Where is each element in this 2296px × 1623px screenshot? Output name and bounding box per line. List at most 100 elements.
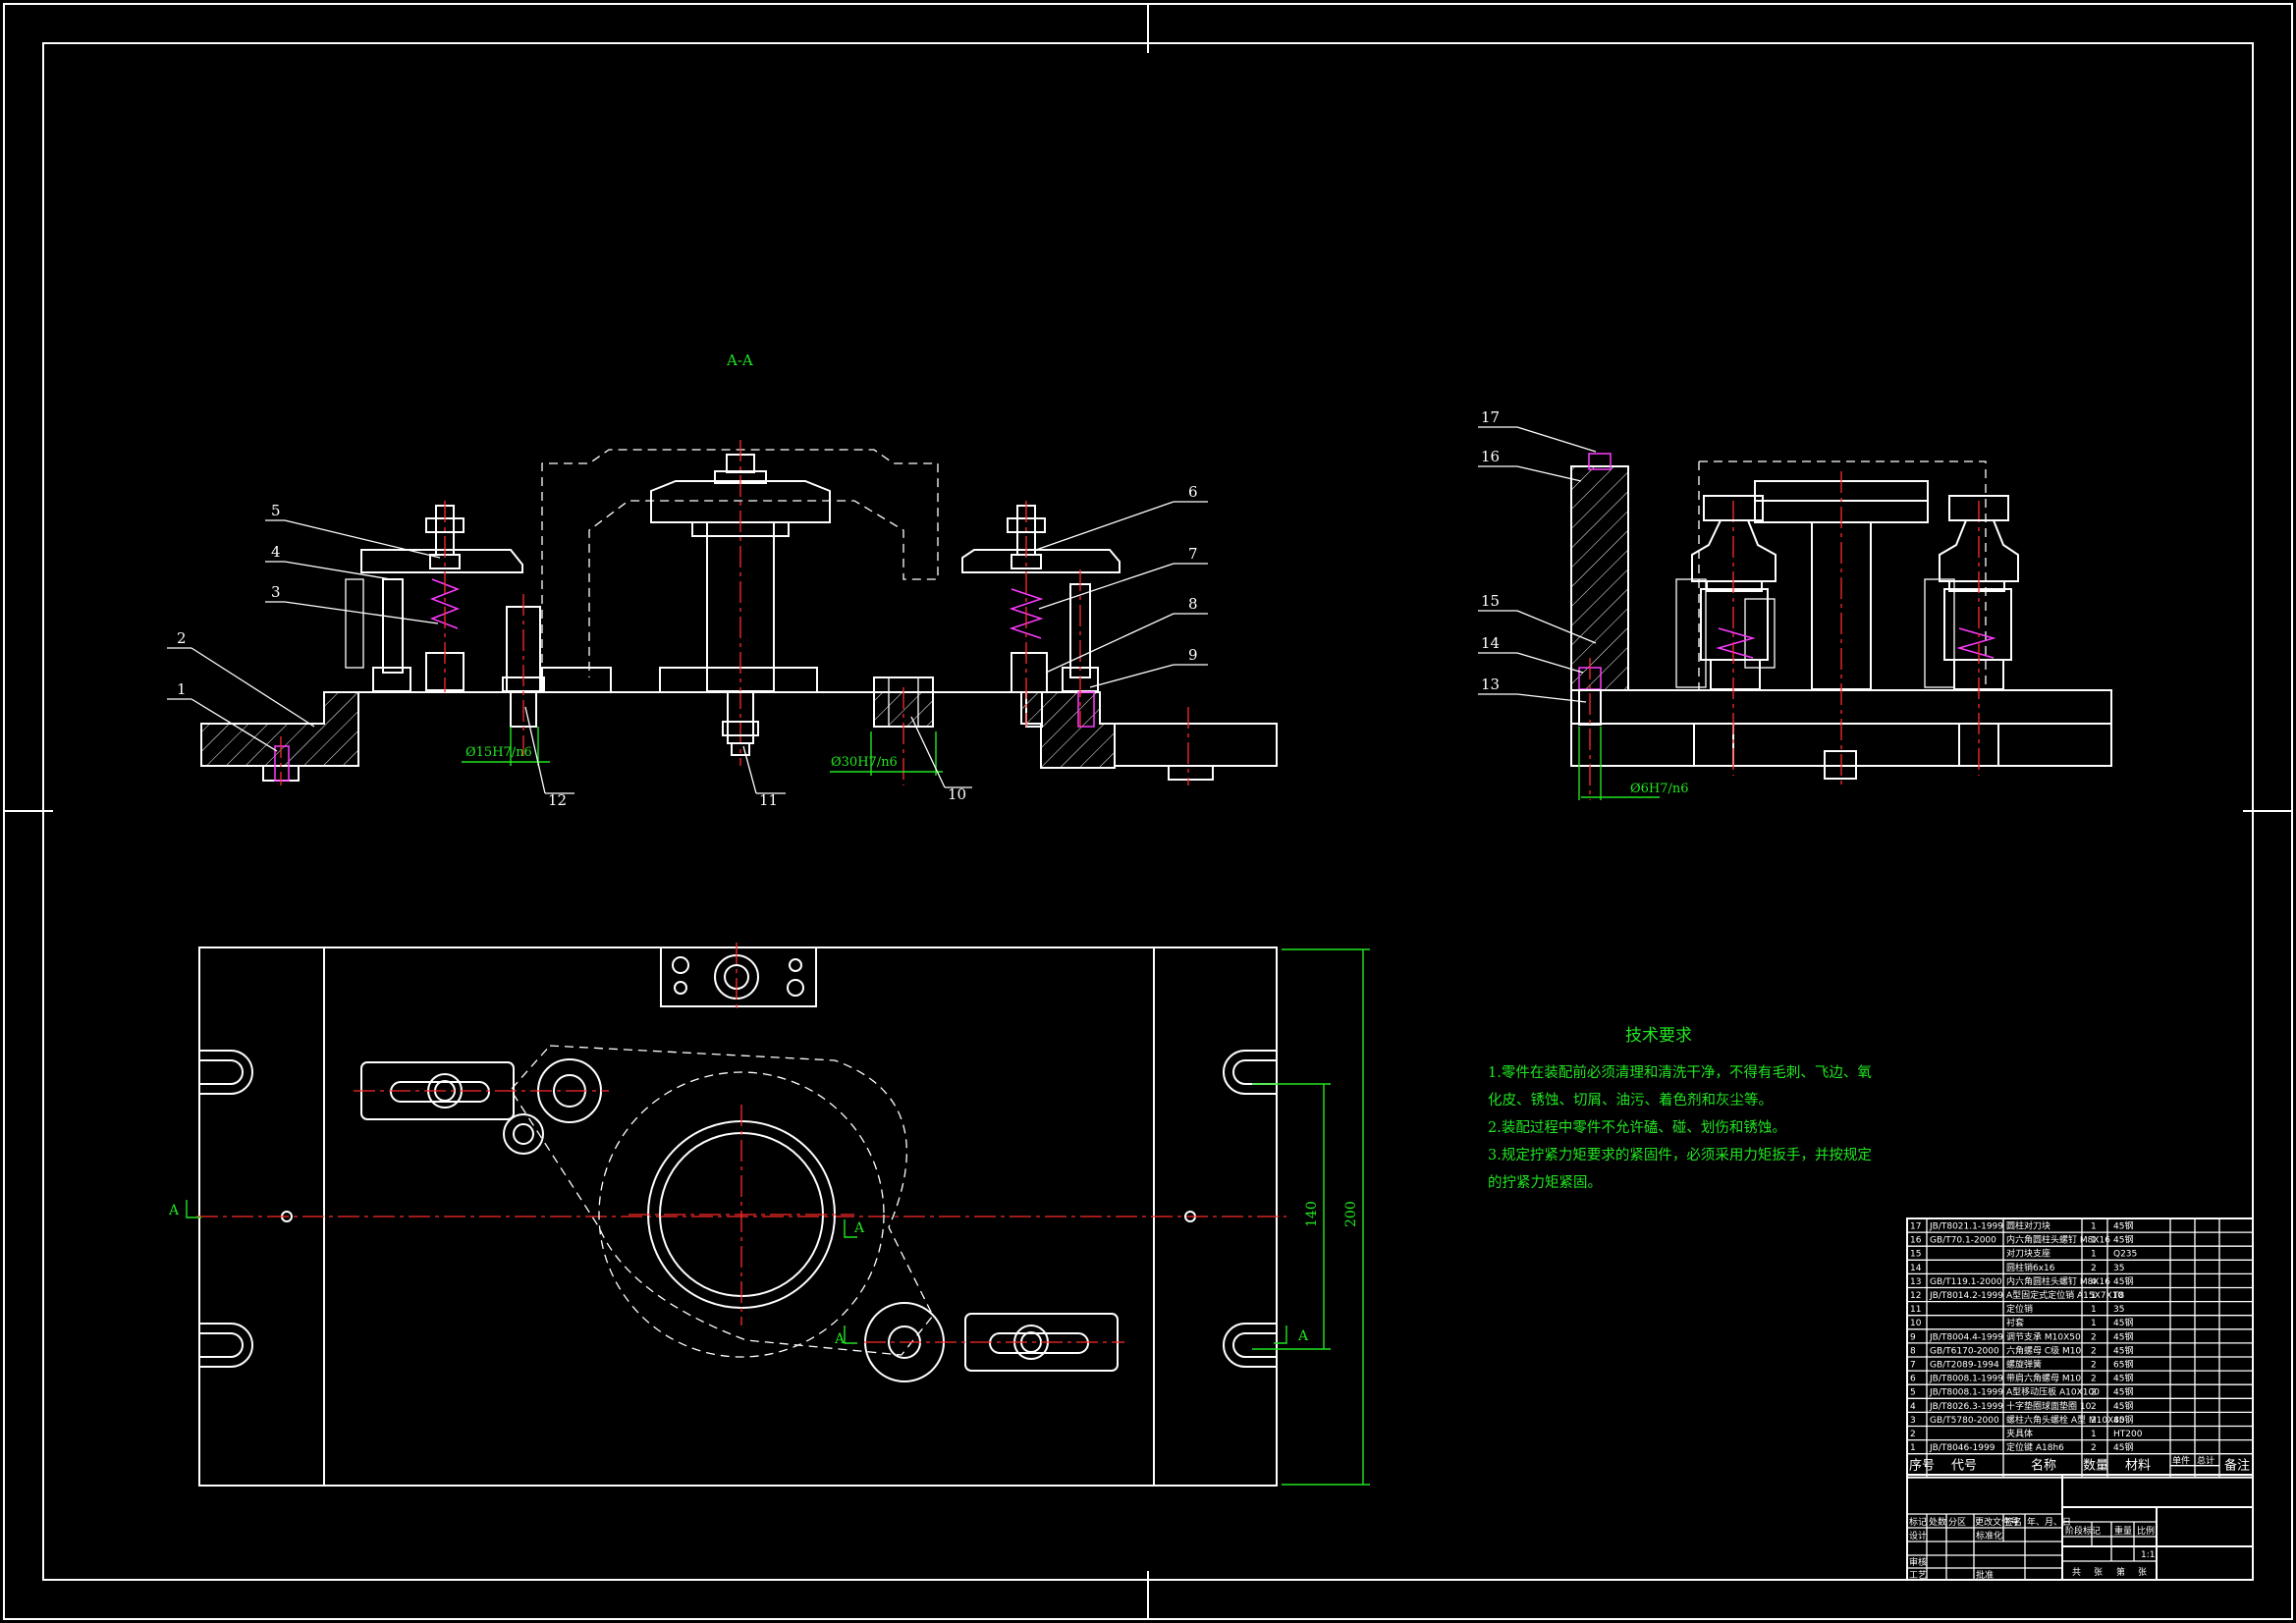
title-block: 标记 处数 分区 更改文件号 签名 年、月、日 设计 标准化 审核 工艺 批准 … bbox=[1906, 1474, 2254, 1581]
bom-row-index: 7 bbox=[1910, 1361, 1916, 1371]
bom-row-name: 夹具体 bbox=[2006, 1428, 2033, 1439]
callout-17: 17 bbox=[1481, 408, 1500, 426]
bom-row-material: 35 bbox=[2113, 1264, 2124, 1273]
bom-row-index: 17 bbox=[1910, 1222, 1921, 1232]
bom-row-index: 14 bbox=[1910, 1264, 1922, 1273]
bom-row-qty: 1 bbox=[2091, 1222, 2097, 1232]
tb-zone: 分区 bbox=[1948, 1517, 1966, 1528]
section-markers: A A A A bbox=[168, 1200, 1309, 1347]
bom-row-index: 12 bbox=[1910, 1291, 1921, 1301]
dim-200: 200 bbox=[1343, 1201, 1359, 1227]
bom-header-material: 材料 bbox=[2125, 1459, 2151, 1474]
fit-label-13: Ø6H7/n6 bbox=[1630, 782, 1689, 796]
bom-row-qty: 2 bbox=[2091, 1416, 2097, 1426]
callout-15: 15 bbox=[1481, 592, 1500, 610]
section-marker-right: A bbox=[1297, 1328, 1309, 1344]
bom-row-index: 4 bbox=[1910, 1402, 1916, 1412]
bom-row-material: 45钢 bbox=[2113, 1317, 2133, 1328]
bom-row-material: 65钢 bbox=[2113, 1359, 2133, 1371]
bom-row-material: Q235 bbox=[2113, 1250, 2137, 1260]
tb-sign: 签名 bbox=[2004, 1516, 2022, 1528]
tb-sheet-2: 张 bbox=[2138, 1567, 2147, 1578]
tb-standard: 标准化 bbox=[1976, 1530, 2002, 1542]
bom-row-qty: 1 bbox=[2091, 1250, 2097, 1260]
bom-row-index: 2 bbox=[1910, 1430, 1916, 1439]
fit-dimensions: Ø15H7/n6 Ø30H7/n6 bbox=[462, 727, 943, 776]
bom-header-name: 名称 bbox=[2031, 1458, 2056, 1474]
callout-16: 16 bbox=[1481, 448, 1500, 465]
tb-review: 审核 bbox=[1909, 1556, 1927, 1568]
bom-header-unit: 单件 bbox=[2172, 1455, 2190, 1467]
bom-row-material: 45钢 bbox=[2113, 1330, 2133, 1342]
bom-row-name: 定位键 A18h6 bbox=[2006, 1441, 2064, 1453]
bom-row-qty: 2 bbox=[2091, 1443, 2097, 1453]
callout-5: 5 bbox=[271, 502, 281, 519]
side-view: Ø6H7/n6 17 16 15 14 13 bbox=[1478, 408, 2112, 800]
bom-row-qty: 2 bbox=[2091, 1361, 2097, 1371]
bom-row-material: 45钢 bbox=[2113, 1275, 2133, 1287]
bom-row-name: 十字垫圈球面垫圈 10 bbox=[2006, 1400, 2092, 1412]
tb-change-doc: 更改文件号 bbox=[1975, 1516, 2019, 1528]
tb-approve: 批准 bbox=[1976, 1569, 1994, 1581]
tech-line-4: 3.规定拧紧力矩要求的紧固件，必须采用力矩扳手，并按规定 bbox=[1488, 1147, 1872, 1163]
bom-header-code: 代号 bbox=[1951, 1459, 1977, 1474]
top-view-dimensions: 200 140 bbox=[1252, 948, 1370, 1486]
workpiece-outline bbox=[541, 449, 939, 677]
bom-row-name: 调节支承 M10X50 bbox=[2006, 1330, 2081, 1342]
bom-row-index: 8 bbox=[1910, 1346, 1916, 1356]
bom-row-name: 定位销 bbox=[2006, 1303, 2033, 1315]
bom-row-qty: 2 bbox=[2091, 1375, 2097, 1384]
bom-row-code: JB/T8004.4-1999 bbox=[1929, 1332, 2003, 1342]
bom-row-name: 螺旋弹簧 bbox=[2006, 1359, 2042, 1371]
section-marker-center: A bbox=[853, 1220, 865, 1236]
bom-row-name: 六角螺母 C级 M10 bbox=[2006, 1344, 2081, 1356]
bom-row-code: JB/T8008.1-1999 bbox=[1929, 1388, 2003, 1398]
bom-row-material: 45钢 bbox=[2113, 1220, 2133, 1232]
bom-row-qty: 2 bbox=[2091, 1264, 2097, 1273]
bom-row-qty: 2 bbox=[2091, 1402, 2097, 1412]
bom-row-code: JB/T8014.2-1999 bbox=[1929, 1291, 2003, 1301]
fit-label-12: Ø15H7/n6 bbox=[465, 745, 532, 760]
section-label: A-A bbox=[726, 352, 753, 369]
bom-row-code: GB/T119.1-2000 bbox=[1930, 1277, 2002, 1287]
callout-8: 8 bbox=[1188, 595, 1198, 613]
callout-6: 6 bbox=[1188, 483, 1198, 501]
bom-row-name: 对刀块支座 bbox=[2006, 1248, 2050, 1260]
tb-process: 工艺 bbox=[1909, 1570, 1927, 1581]
fixture-body-section bbox=[200, 691, 1116, 769]
dim-140: 140 bbox=[1304, 1201, 1320, 1227]
tb-mark: 标记 bbox=[1909, 1516, 1927, 1528]
callout-1: 1 bbox=[177, 680, 187, 698]
tech-line-2: 化皮、锈蚀、切屑、油污、着色剂和灰尘等。 bbox=[1488, 1091, 1773, 1109]
callout-11: 11 bbox=[759, 791, 778, 809]
callout-14: 14 bbox=[1481, 634, 1500, 652]
tb-design: 设计 bbox=[1909, 1530, 1927, 1542]
bom-row-index: 1 bbox=[1910, 1443, 1916, 1453]
tb-scale-value: 1:1 bbox=[2141, 1550, 2155, 1560]
setting-block-support bbox=[1570, 465, 1629, 691]
bom-row-material: 45钢 bbox=[2113, 1414, 2133, 1426]
bom-row-material: HT200 bbox=[2113, 1430, 2143, 1439]
bom-row-material: 35 bbox=[2113, 1305, 2124, 1315]
setting-block-top bbox=[660, 947, 817, 1007]
section-marker-bottom: A bbox=[834, 1331, 846, 1347]
section-marker-left: A bbox=[168, 1203, 180, 1218]
callout-9: 9 bbox=[1188, 646, 1198, 664]
bom-row-name: A型固定式定位销 A15X7X10 bbox=[2006, 1289, 2123, 1301]
side-callouts: 17 16 15 14 13 bbox=[1478, 408, 1597, 703]
front-section-view: A-A bbox=[167, 352, 1278, 809]
bom-row-material: 45钢 bbox=[2113, 1441, 2133, 1453]
tech-line-3: 2.装配过程中零件不允许磕、碰、划伤和锈蚀。 bbox=[1488, 1119, 1786, 1136]
bom-row-index: 15 bbox=[1910, 1250, 1921, 1260]
front-callouts: 1 2 3 4 5 6 7 8 9 10 11 12 bbox=[167, 483, 1208, 809]
bom-row-name: A型移动压板 A10X100 bbox=[2006, 1386, 2100, 1398]
tb-count: 处数 bbox=[1929, 1516, 1946, 1528]
tech-line-5: 的拧紧力矩紧固。 bbox=[1488, 1174, 1602, 1191]
technical-requirements: 技术要求 1.零件在装配前必须清理和清洗干净，不得有毛刺、飞边、氧 化皮、锈蚀、… bbox=[1488, 1026, 1872, 1191]
bom-row-qty: 1 bbox=[2091, 1291, 2097, 1301]
bom-row-index: 10 bbox=[1910, 1319, 1922, 1328]
bom-row-material: T8 bbox=[2112, 1291, 2124, 1301]
bom-row-index: 16 bbox=[1910, 1236, 1922, 1246]
